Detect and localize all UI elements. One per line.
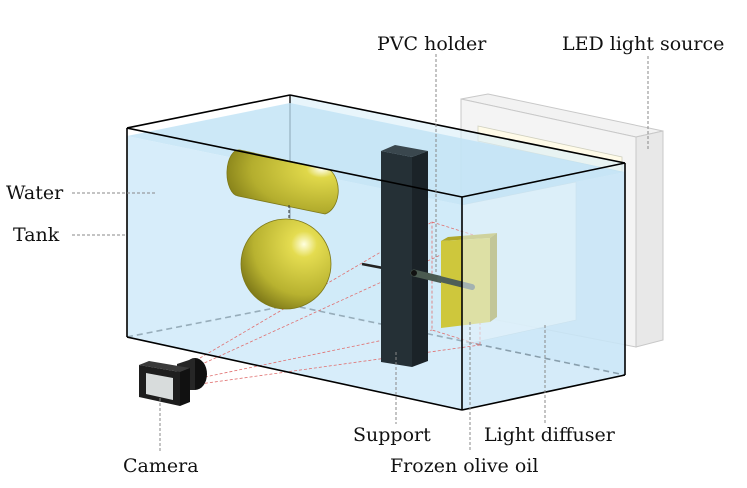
camera-screen (146, 373, 173, 400)
sight-line-4 (199, 344, 481, 385)
label-support: Support (353, 424, 431, 446)
tank-edge-top-right (461, 162, 626, 198)
pvc-rod-left (361, 262, 384, 270)
label-tank: Tank (13, 224, 60, 246)
camera (139, 358, 207, 406)
tank-back-top-right (289, 94, 626, 164)
frozen-olive-oil-sphere (240, 218, 332, 310)
light-diffuser (461, 181, 577, 346)
support-front (381, 151, 412, 367)
tank-edge-top-front (126, 127, 463, 198)
sight-line-2 (199, 236, 481, 366)
support-side (412, 151, 428, 367)
label-led-light-source: LED light source (562, 33, 724, 55)
water-surface (127, 103, 625, 205)
tank-edge-bottom-front (126, 336, 463, 411)
camera-body-side (180, 368, 190, 406)
tank-front-edges (126, 127, 626, 411)
led-panel-side (635, 130, 664, 348)
tank-edge-bottom-right (461, 374, 626, 411)
camera-body-top (139, 361, 190, 372)
label-pvc-holder: PVC holder (377, 33, 487, 55)
rod-joint (411, 270, 417, 276)
label-camera: Camera (123, 455, 199, 477)
support-column (381, 145, 428, 367)
tank-back-top-left (126, 94, 291, 129)
leader-lines (72, 54, 649, 452)
label-water: Water (6, 182, 64, 204)
label-light-diffuser: Light diffuser (484, 424, 616, 446)
sphere-body (240, 218, 332, 310)
label-frozen-olive-oil: Frozen olive oil (390, 455, 538, 477)
support-top (381, 145, 428, 157)
